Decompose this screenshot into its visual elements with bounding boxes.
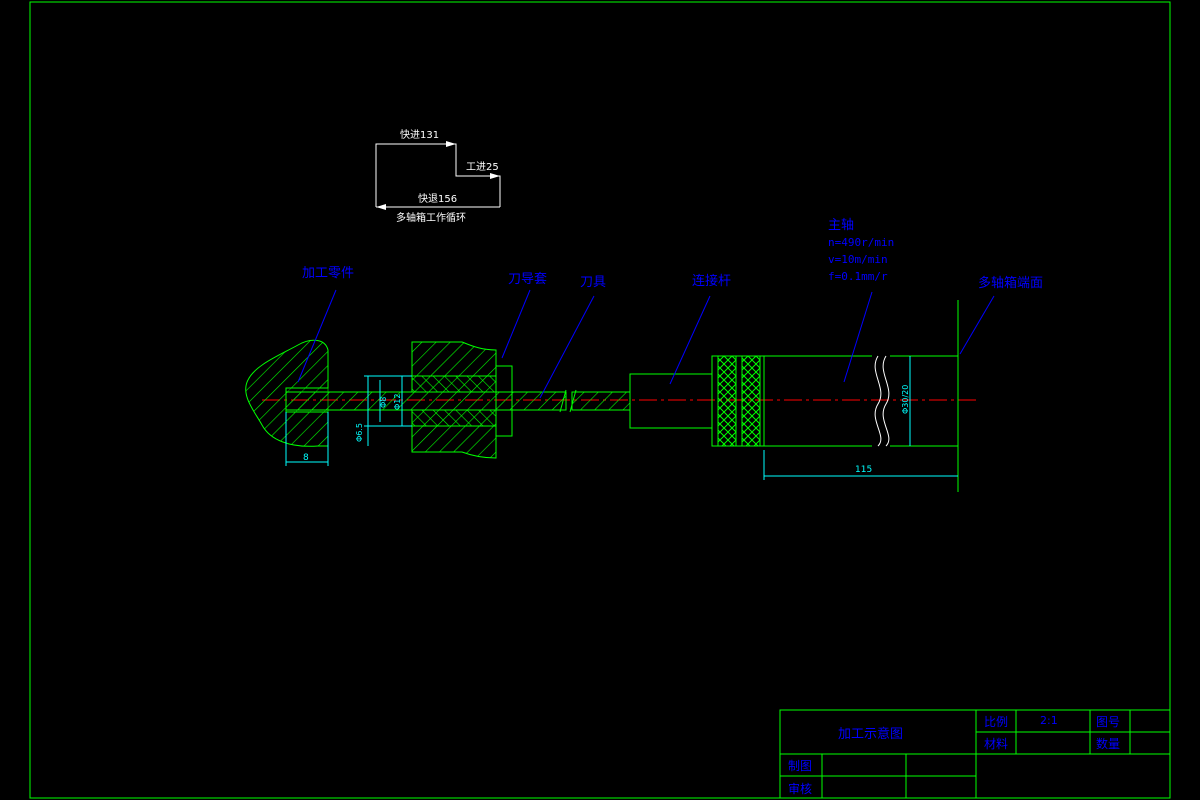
work-cycle-diagram: 快进131 工进25 快退156 多轴箱工作循环 — [375, 129, 501, 224]
dim-bore1: Φ8 — [379, 397, 388, 408]
label-tool: 刀具 — [580, 275, 606, 290]
dim-hole-dia: Φ6.5 — [355, 423, 364, 442]
title-block-checked-label: 审核 — [788, 781, 812, 796]
title-block-scale-label: 比例 — [984, 715, 1008, 729]
title-block — [779, 709, 1171, 799]
drawing-frame — [29, 1, 1171, 799]
leader-lines — [297, 289, 995, 399]
dimensions — [285, 356, 958, 480]
label-workpiece: 加工零件 — [302, 266, 354, 281]
title-block-title: 加工示意图 — [838, 726, 903, 742]
title-block-scale-value: 2:1 — [1040, 714, 1058, 727]
cycle-caption: 多轴箱工作循环 — [396, 211, 466, 224]
label-spindle-speed: n=490r/min — [828, 236, 894, 249]
label-guide-sleeve: 刀导套 — [508, 271, 547, 287]
label-spindle: 主轴 — [828, 218, 854, 233]
label-feed: f=0.1mm/r — [828, 270, 888, 283]
label-spindle-box-face: 多轴箱端面 — [978, 275, 1043, 291]
cycle-rapid-forward: 快进131 — [400, 129, 439, 141]
title-block-material-label: 材料 — [984, 737, 1008, 751]
title-block-drawing-no-label: 图号 — [1096, 715, 1120, 729]
title-block-drawn-label: 制图 — [788, 759, 812, 773]
label-connecting-rod: 连接杆 — [692, 273, 731, 289]
title-block-quantity-label: 数量 — [1096, 736, 1120, 751]
dim-spindle-length: 115 — [855, 465, 872, 475]
dim-bore2: Φ12 — [393, 394, 402, 410]
label-cutting-speed: v=10m/min — [828, 253, 888, 266]
cycle-work-feed: 工进25 — [466, 161, 499, 173]
dim-spindle-dia: Φ30/20 — [901, 385, 910, 414]
cycle-rapid-return: 快退156 — [418, 193, 457, 205]
tool-drill — [285, 389, 631, 413]
spindle — [711, 300, 959, 492]
dim-work-length: 8 — [303, 453, 309, 463]
